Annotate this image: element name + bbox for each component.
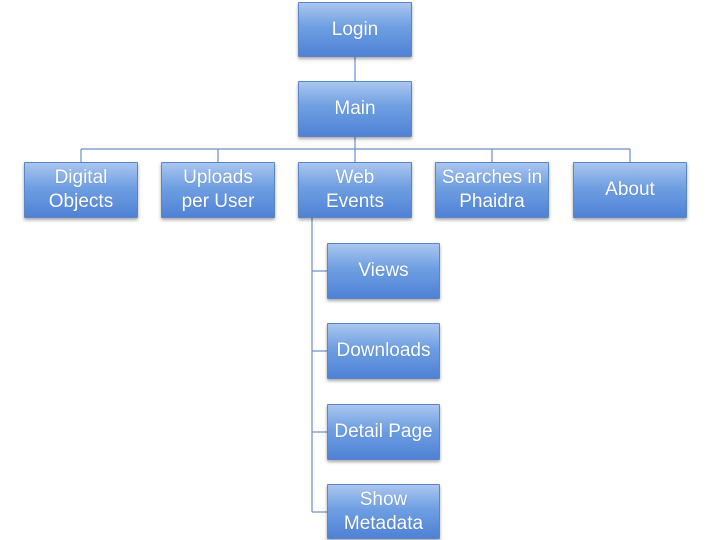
node-views: Views: [327, 243, 440, 299]
node-uploads-per-user: Uploads per User: [161, 162, 275, 218]
node-login: Login: [298, 2, 412, 57]
node-show-metadata: Show Metadata: [327, 484, 440, 539]
node-digital-objects: Digital Objects: [24, 162, 138, 218]
node-detail-page: Detail Page: [327, 404, 440, 460]
node-main: Main: [298, 81, 412, 137]
node-web-events: Web Events: [298, 162, 412, 218]
node-downloads: Downloads: [327, 323, 440, 379]
node-about: About: [573, 162, 687, 218]
node-searches-in-phaidra: Searches in Phaidra: [435, 162, 549, 218]
